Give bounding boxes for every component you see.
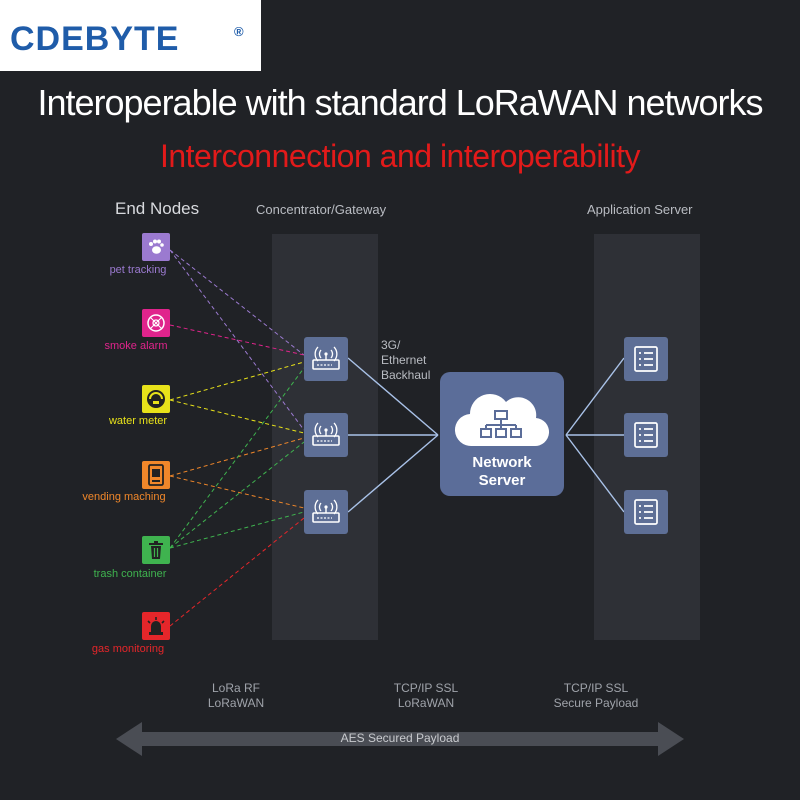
node-label-trash: trash container	[93, 568, 167, 580]
aes-arrow	[116, 722, 684, 756]
gateway-title: Concentrator/Gateway	[256, 202, 387, 217]
protocol-label-tcp-lorawan: TCP/IP SSL LoRaWAN	[393, 681, 459, 710]
node-links	[169, 249, 305, 627]
node-label-vending: vending maching	[82, 491, 166, 503]
node-label-water: water meter	[108, 415, 168, 427]
link-gw3-ns	[347, 434, 439, 513]
subheadline: Interconnection and interoperability	[159, 138, 641, 174]
backhaul-label: 3G/ Ethernet Backhaul	[381, 338, 431, 382]
logo: CDEBYTE ®	[0, 0, 261, 71]
paw-icon	[142, 233, 170, 261]
link-trash-gw2	[169, 441, 305, 549]
link-pet-gw2	[169, 249, 305, 431]
link-vending-gw3	[169, 475, 305, 509]
node-label-smoke: smoke alarm	[104, 340, 168, 352]
node-label-pet: pet tracking	[109, 264, 167, 276]
smoke-detector-icon	[142, 309, 170, 337]
alarm-light-icon	[142, 612, 170, 640]
vending-machine-icon	[142, 461, 170, 489]
link-smoke-gw1	[169, 324, 305, 356]
link-pet-gw1	[169, 249, 305, 356]
link-ns-srv1	[565, 357, 625, 436]
server-list-icon	[624, 413, 668, 457]
link-gas-gw3	[169, 517, 305, 627]
link-ns-srv3	[565, 434, 625, 513]
backbone-links	[347, 357, 625, 513]
registered-mark: ®	[234, 24, 244, 39]
link-trash-gw3	[169, 511, 305, 549]
trash-icon	[142, 536, 170, 564]
end-nodes-title: End Nodes	[115, 199, 200, 218]
meter-icon	[142, 385, 170, 413]
network-server-label: Network Server	[472, 454, 532, 489]
headline: Interoperable with standard LoRaWAN netw…	[37, 82, 763, 123]
link-water-gw2	[169, 399, 305, 434]
link-gw1-ns	[347, 357, 439, 436]
cloud-network-icon	[454, 394, 550, 447]
node-label-gas: gas monitoring	[91, 643, 165, 655]
server-list-icon	[624, 337, 668, 381]
gateway-router-icon	[304, 337, 348, 381]
gateway-router-icon	[304, 413, 348, 457]
network-server	[440, 372, 564, 496]
link-vending-gw2	[169, 437, 305, 477]
protocol-label-tcp-payload: TCP/IP SSL Secure Payload	[553, 681, 639, 710]
link-trash-gw1	[169, 367, 305, 549]
link-water-gw1	[169, 361, 305, 401]
aes-arrow-label: AES Secured Payload	[340, 731, 460, 745]
server-list-icon	[624, 490, 668, 534]
gateway-router-icon	[304, 490, 348, 534]
protocol-label-lora: LoRa RF LoRaWAN	[207, 681, 265, 710]
logo-text: CDEBYTE	[10, 20, 180, 58]
app-server-title: Application Server	[587, 202, 693, 217]
